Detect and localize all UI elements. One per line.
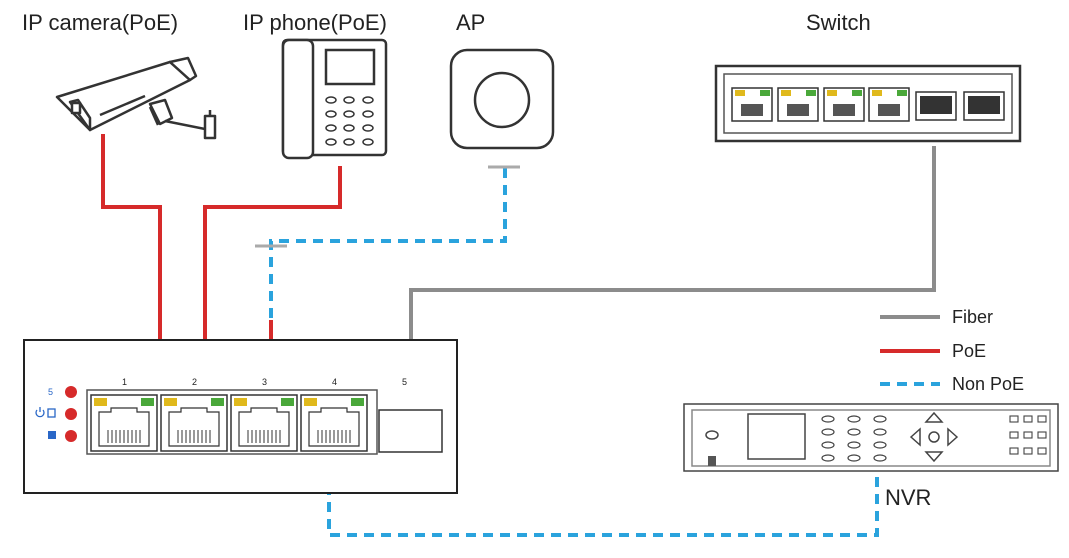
ip-phone-icon [281,38,388,160]
port-label-2: 2 [192,377,197,387]
rj45-port-2 [160,394,228,452]
rj45-port-4 [300,394,368,452]
poe-link-camera [101,134,162,340]
poe-link-phone [203,166,342,340]
port-label-5: 5 [402,377,407,387]
led-5 [65,386,77,398]
poe-switch: 5 1 2 3 4 5 [23,339,458,494]
switch-label: Switch [806,10,871,35]
port-label-4: 4 [332,377,337,387]
monitor-icon [48,431,56,439]
rj45-port-3 [230,394,298,452]
nvr-icon [683,403,1059,472]
sfp-port [378,409,443,453]
nvr-label: NVR [885,485,931,510]
port-label-3: 3 [262,377,267,387]
led-label-5: 5 [48,387,53,397]
rj45-port-1 [90,394,158,452]
nonpoe-link-nvr [327,462,879,537]
switch-icon [714,64,1022,143]
legend-label-fiber: Fiber [952,307,993,327]
fiber-link-switch [409,146,936,406]
ip-camera-icon [55,56,217,140]
led-status [65,430,77,442]
nonpoe-link-ap [269,168,507,320]
power-icon [35,407,56,418]
legend: Fiber PoE Non PoE [880,307,1024,394]
legend-label-poe: PoE [952,341,986,361]
port-label-1: 1 [122,377,127,387]
legend-label-nonpoe: Non PoE [952,374,1024,394]
led-power [65,408,77,420]
ap-label: AP [456,10,485,35]
ip-phone-label: IP phone(PoE) [243,10,387,35]
access-point-icon [449,48,555,150]
ip-camera-label: IP camera(PoE) [22,10,178,35]
